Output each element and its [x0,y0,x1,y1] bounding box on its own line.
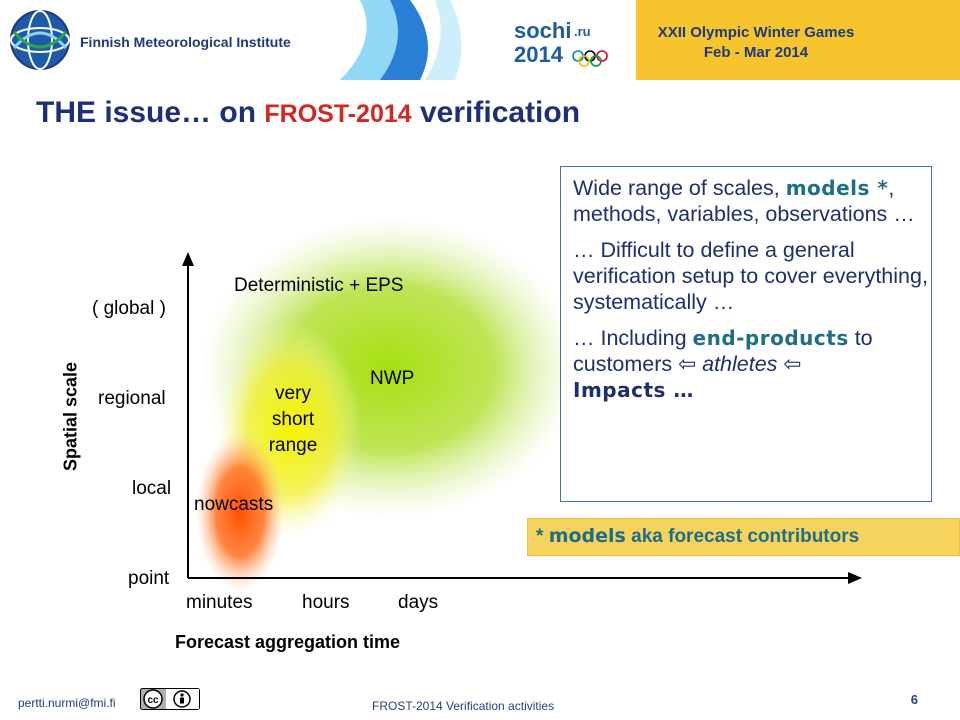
very-short-range-label: very short range [268,383,318,456]
x-tick-hours: hours [302,592,350,613]
models-note-star: * [536,526,549,547]
p1-text-a: Wide range of scales, [573,176,786,200]
models-note-text: aka forecast contributors [625,526,860,547]
models-note-keyword: models [548,525,626,547]
y-tick-local: local [132,478,172,499]
p1-models-keyword: models * [785,176,889,200]
x-axis-title: Forecast aggregation time [175,632,401,652]
svg-text:cc: cc [147,695,159,706]
nowcasts-label: nowcasts [194,494,274,515]
nowcast-blob [196,432,284,592]
games-banner: XXII Olympic Winter Games Feb - Mar 2014 [636,0,960,80]
title-highlight: FROST-2014 [264,100,412,128]
svg-text:2014: 2014 [514,42,564,67]
y-tick-regional: regional [98,388,166,409]
nwp-label: NWP [370,368,415,389]
y-axis-arrow [182,252,194,266]
fmi-logo [8,8,72,72]
footer-title: FROST-2014 Verification activities [372,699,555,713]
svg-text:sochi: sochi [514,18,571,43]
left-arrow-icon: ⇦ [678,352,697,376]
title-part2: verification [411,96,581,129]
creative-commons-by-icon: cc [140,688,200,710]
svg-text:.ru: .ru [574,24,591,39]
p3-end-products-keyword: end-products [692,326,849,350]
models-note: * models aka forecast contributors [527,518,960,556]
left-arrow-icon: ⇦ [783,352,802,376]
info-paragraph-3: … Including end-products to customers ⇦ … [573,325,931,403]
p3-text-a: … Including [573,326,693,350]
p3-athletes: athletes [696,352,784,376]
page-number: 6 [910,692,918,707]
p3-impacts-keyword: Impacts … [573,378,694,402]
deterministic-eps-label: Deterministic + EPS [234,275,404,296]
y-tick-global: ( global ) [92,298,166,319]
y-tick-point: point [128,568,170,589]
y-axis-title: Spatial scale [60,361,81,472]
games-title: XXII Olympic Winter Games [657,24,855,41]
header-ribbon [340,0,510,80]
x-tick-minutes: minutes [186,592,253,613]
org-name: Finnish Meteorological Institute [80,34,291,50]
slide-title: THE issue… on FROST-2014 verification [36,96,580,130]
info-paragraph-1: Wide range of scales, models *, methods,… [573,175,931,227]
x-tick-days: days [398,592,439,613]
info-paragraph-2: … Difficult to define a general verifica… [573,238,928,314]
p3-text-b: to customers [573,326,873,376]
sochi-2014-logo: sochi .ru 2014 [512,14,627,70]
p1-text-b: , methods, variables, observations … [573,176,915,226]
author-email[interactable]: pertti.nurmi@fmi.fi [18,696,116,710]
info-textbox: Wide range of scales, models *, methods,… [560,166,932,502]
games-dates: Feb - Mar 2014 [703,44,809,61]
x-axis-arrow [848,572,862,584]
title-part1: THE issue… on [36,96,265,129]
